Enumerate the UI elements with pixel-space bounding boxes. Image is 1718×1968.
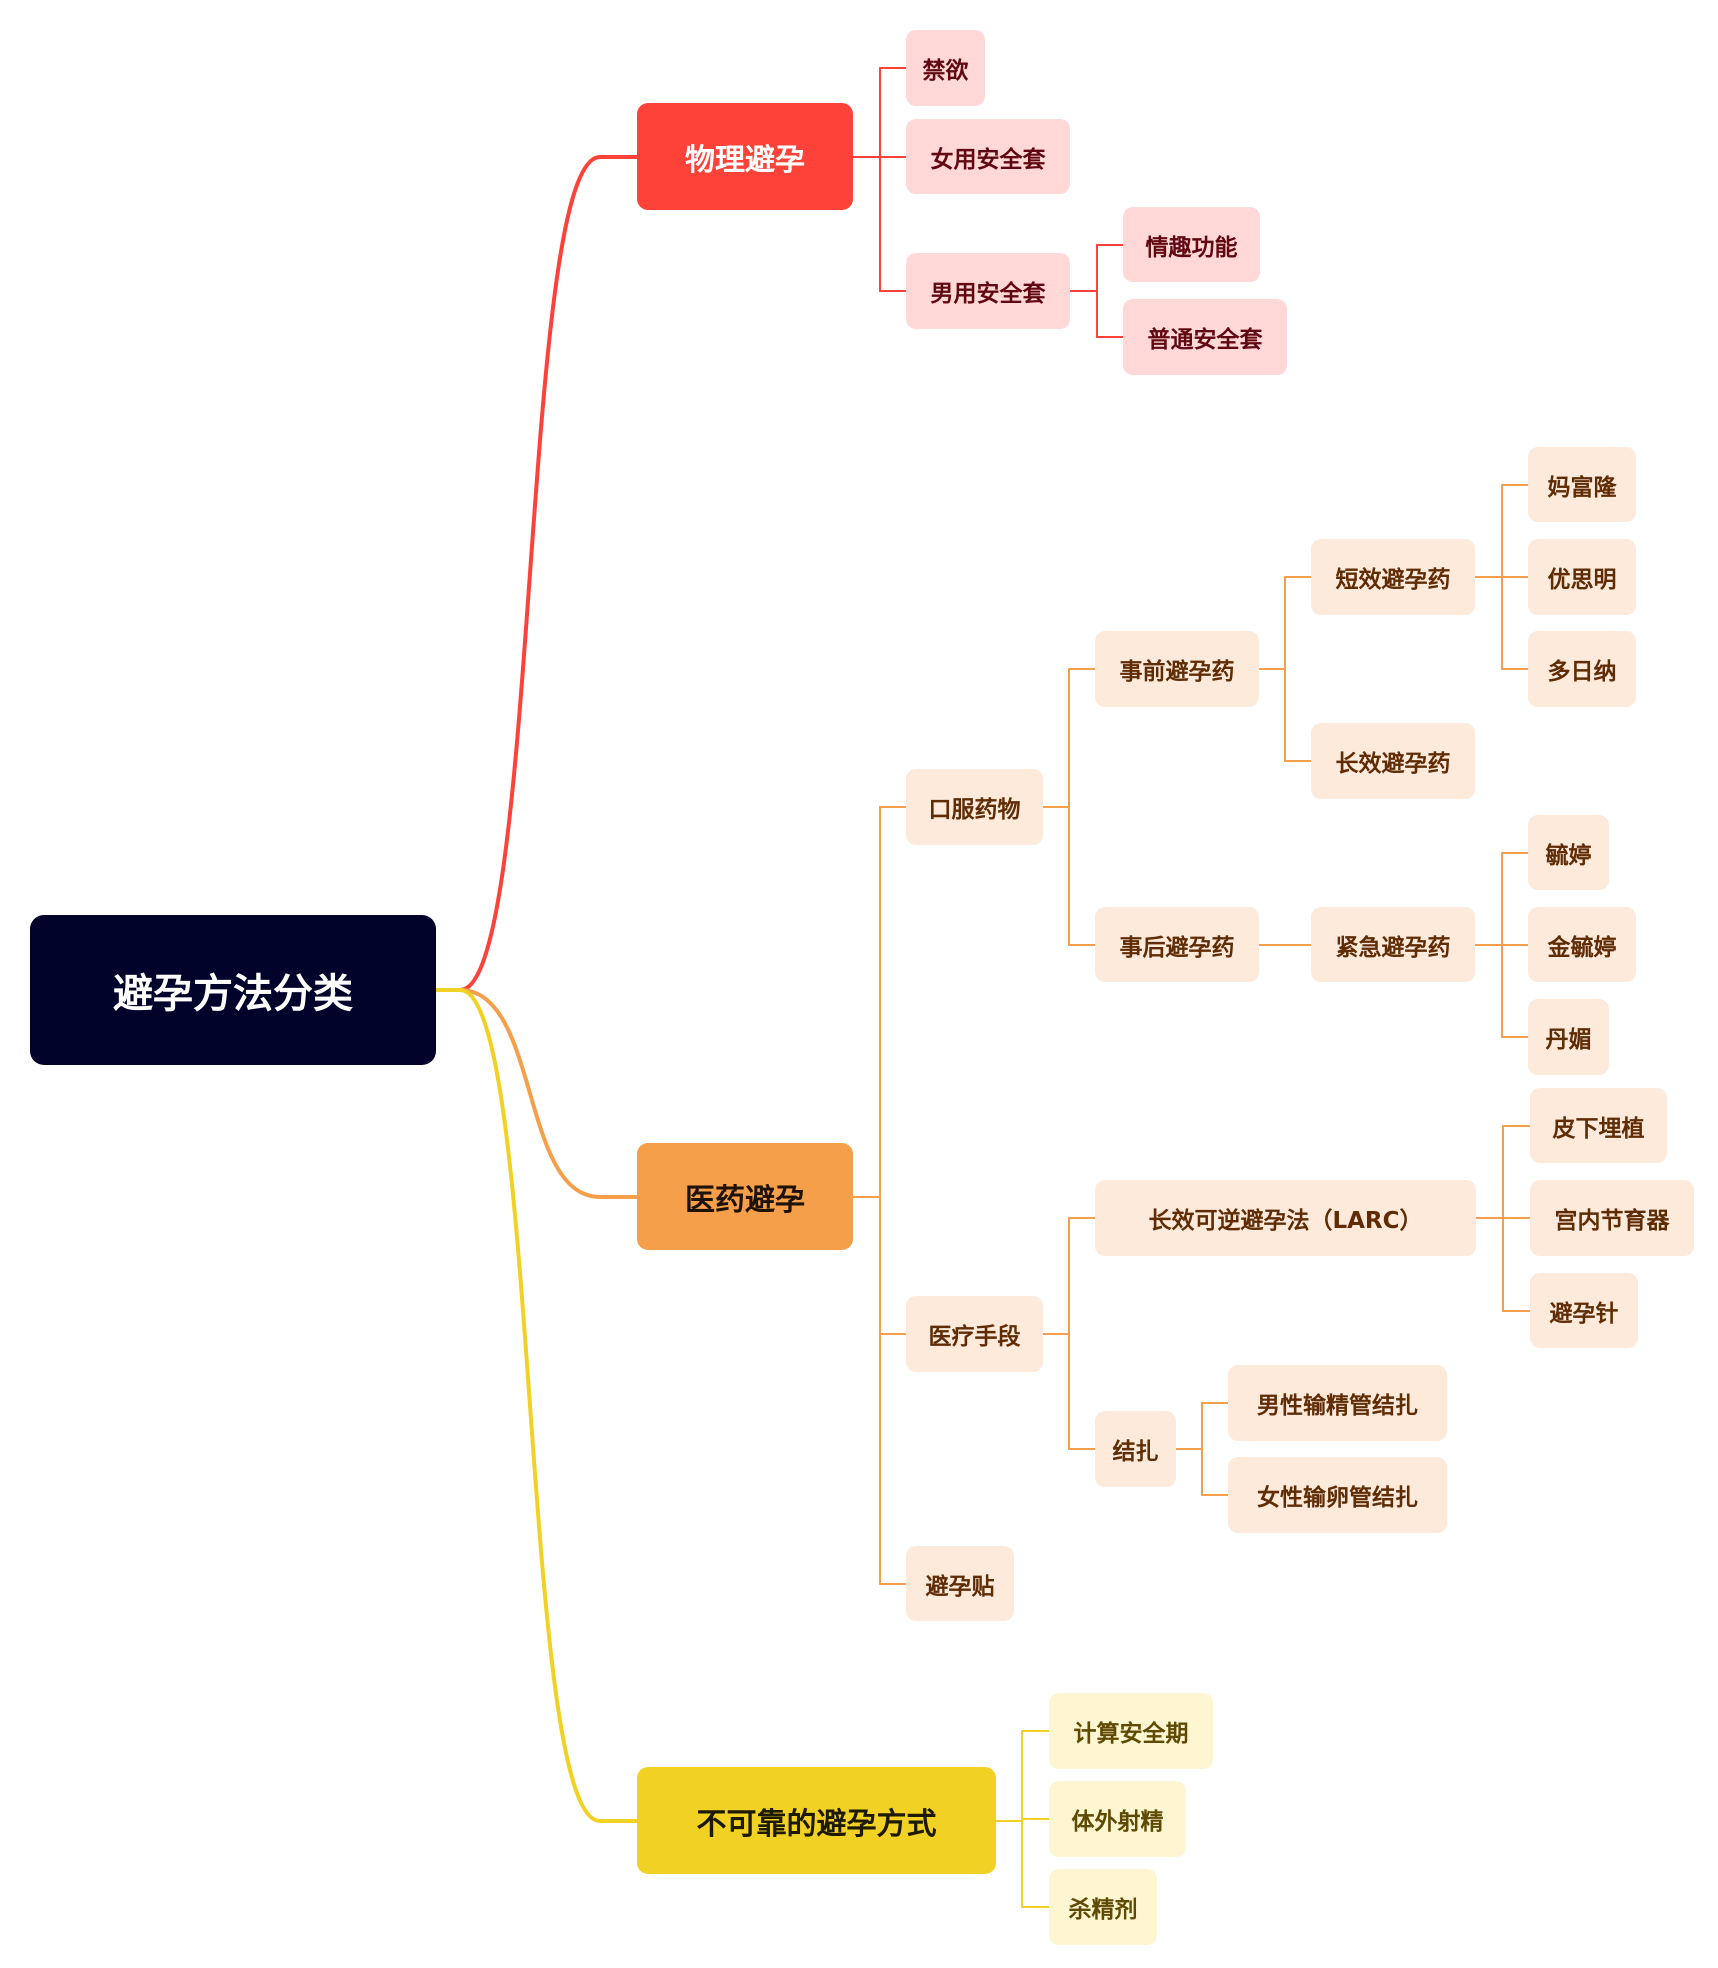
node-short-acting[interactable]: 短效避孕药 bbox=[1311, 539, 1475, 615]
branch-medical[interactable]: 医药避孕 bbox=[637, 1143, 853, 1250]
leaf-fun-condom[interactable]: 情趣功能 bbox=[1123, 207, 1260, 282]
leaf-triquilar[interactable]: 多日纳 bbox=[1528, 631, 1636, 707]
link-root-unreliable bbox=[434, 988, 639, 1823]
link-root-medical bbox=[434, 988, 639, 1199]
leaf-spermicide[interactable]: 杀精剂 bbox=[1049, 1869, 1157, 1945]
leaf-safe-period[interactable]: 计算安全期 bbox=[1049, 1693, 1213, 1769]
node-after[interactable]: 事后避孕药 bbox=[1095, 907, 1259, 982]
leaf-tubal-ligation[interactable]: 女性输卵管结扎 bbox=[1228, 1457, 1447, 1533]
root-node[interactable]: 避孕方法分类 bbox=[30, 915, 436, 1065]
leaf-implant[interactable]: 皮下埋植 bbox=[1530, 1088, 1667, 1163]
leaf-normal-condom[interactable]: 普通安全套 bbox=[1123, 299, 1287, 375]
leaf-withdrawal[interactable]: 体外射精 bbox=[1049, 1781, 1186, 1857]
leaf-marvelon[interactable]: 妈富隆 bbox=[1528, 447, 1636, 522]
node-male-condom[interactable]: 男用安全套 bbox=[906, 253, 1070, 329]
node-procedures[interactable]: 医疗手段 bbox=[906, 1296, 1043, 1372]
leaf-danmei[interactable]: 丹媚 bbox=[1528, 999, 1609, 1075]
leaf-vasectomy[interactable]: 男性输精管结扎 bbox=[1228, 1365, 1447, 1441]
leaf-yasmin[interactable]: 优思明 bbox=[1528, 539, 1636, 615]
link-root-physical bbox=[434, 155, 639, 992]
node-oral[interactable]: 口服药物 bbox=[906, 769, 1043, 845]
node-larc[interactable]: 长效可逆避孕法（LARC） bbox=[1095, 1180, 1476, 1256]
leaf-jinyuting[interactable]: 金毓婷 bbox=[1528, 907, 1636, 982]
leaf-injection[interactable]: 避孕针 bbox=[1530, 1273, 1638, 1348]
leaf-long-acting[interactable]: 长效避孕药 bbox=[1311, 723, 1475, 799]
leaf-yuting[interactable]: 毓婷 bbox=[1528, 815, 1609, 890]
node-before[interactable]: 事前避孕药 bbox=[1095, 631, 1259, 707]
node-ligation[interactable]: 结扎 bbox=[1095, 1411, 1176, 1487]
node-emergency[interactable]: 紧急避孕药 bbox=[1311, 907, 1475, 982]
leaf-iud[interactable]: 宫内节育器 bbox=[1530, 1180, 1694, 1256]
leaf-abstinence[interactable]: 禁欲 bbox=[906, 30, 985, 106]
leaf-patch[interactable]: 避孕贴 bbox=[906, 1546, 1014, 1621]
branch-physical[interactable]: 物理避孕 bbox=[637, 103, 853, 210]
leaf-female-condom[interactable]: 女用安全套 bbox=[906, 119, 1070, 194]
branch-unreliable[interactable]: 不可靠的避孕方式 bbox=[637, 1767, 996, 1874]
